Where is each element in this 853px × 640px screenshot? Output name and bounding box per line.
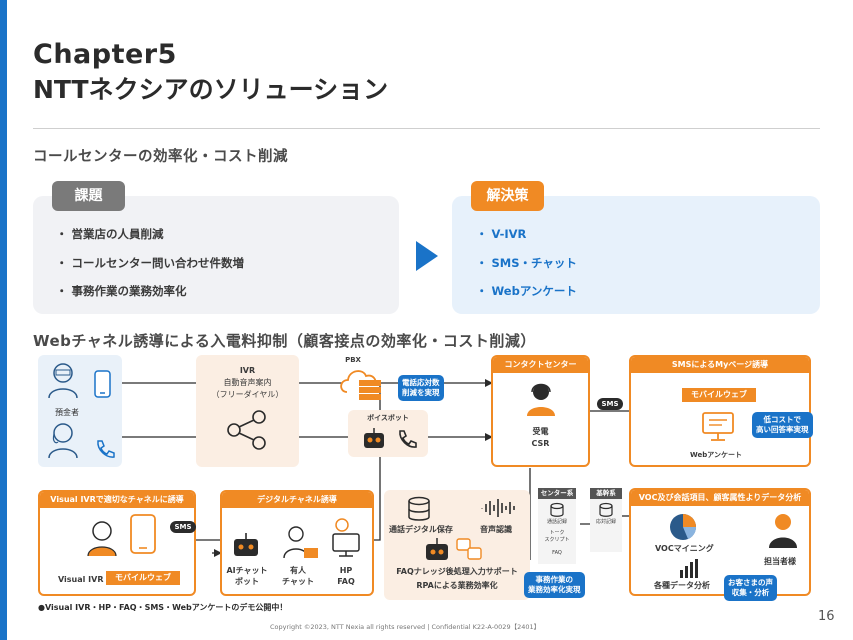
page-title: NTTネクシアのソリューション xyxy=(33,75,389,104)
digital-channel-title: デジタルチャネル誘導 xyxy=(222,492,372,508)
talk-script-label: トークスクリプト xyxy=(544,530,570,543)
contact-receive: 受電 xyxy=(532,427,549,436)
solutions-label: 解決策 xyxy=(471,181,544,211)
database-icon xyxy=(550,502,564,517)
digital-save-label: 通話デジタル保存 xyxy=(389,525,453,534)
visual-ivr-name: Visual IVR xyxy=(58,575,104,584)
sound-wave-icon xyxy=(481,499,515,517)
speech-recognition-label: 音声認識 xyxy=(480,525,512,534)
section-heading-1: コールセンターの効率化・コスト削減 xyxy=(33,149,288,165)
core-system-panel: 基幹系 xyxy=(590,488,622,552)
ai-chatbot-label: AIチャットボット xyxy=(226,566,268,586)
depositor-label: 預金者 xyxy=(55,408,79,417)
contact-center-title: コンタクトセンター xyxy=(493,357,588,373)
bar-chart-icon xyxy=(680,559,698,578)
pie-chart-icon xyxy=(670,514,696,540)
smartphone-icon xyxy=(130,514,156,554)
core-system-title: 基幹系 xyxy=(590,488,622,499)
issues-panel xyxy=(33,196,399,314)
data-analysis-label: 各種データ分析 xyxy=(654,581,710,590)
database-icon xyxy=(599,502,613,517)
robot-icon xyxy=(364,428,384,448)
visual-ivr-title: Visual IVRで適切なチャネルに誘導 xyxy=(40,492,194,508)
monitor-icon xyxy=(702,412,734,441)
solution-item: ・ SMS・チャット xyxy=(476,256,577,270)
title-divider xyxy=(33,128,820,129)
staff-chat-icon xyxy=(283,526,318,559)
page-number: 16 xyxy=(818,609,835,624)
qa-icon xyxy=(456,538,482,560)
chapter-label: Chapter5 xyxy=(33,39,177,70)
low-cost-tag: 低コストで高い回答率実現 xyxy=(752,412,813,438)
demo-note: ●Visual IVR・HP・FAQ・SMS・Webアンケートのデモ公開中！ xyxy=(38,603,288,612)
solution-item: ・ Webアンケート xyxy=(476,284,577,298)
arrow-right-icon xyxy=(416,241,438,271)
rpa-efficiency: RPAによる業務効率化 xyxy=(416,581,498,590)
share-icon xyxy=(227,410,266,450)
voicebot-panel xyxy=(348,410,428,457)
voc-collection-tag: お客さまの声収集・分析 xyxy=(724,575,777,601)
operator-icon xyxy=(527,383,555,416)
cloud-server-icon xyxy=(340,370,381,400)
ivr-desc: （フリーダイヤル） xyxy=(211,390,284,399)
web-survey-label: Webアンケート xyxy=(690,451,742,459)
phone-wave-icon xyxy=(399,430,417,448)
voicebot-label: ボイスボット xyxy=(367,414,409,422)
pc-faq-icon xyxy=(332,518,360,557)
mobile-web-tag: モバイルウェブ xyxy=(106,571,180,585)
efficiency-tag: 事務作業の業務効率化実現 xyxy=(524,572,585,598)
center-system-panel: センター系 xyxy=(538,488,576,564)
person-icon xyxy=(48,363,78,399)
response-record-label: 応対記録 xyxy=(595,519,616,525)
center-system-title: センター系 xyxy=(538,488,576,499)
database-icon xyxy=(408,496,430,521)
pbx-label: PBX xyxy=(345,356,361,364)
rpa-faq-support: FAQナレッジ後処理入力サポート xyxy=(396,567,518,576)
sms-mypage-panel: SMSによるMyページ誘導 xyxy=(629,355,811,467)
contact-csr: CSR xyxy=(531,439,550,448)
phone-call-icon xyxy=(97,440,115,458)
issues-label: 課題 xyxy=(52,181,125,211)
issue-item: ・ コールセンター問い合わせ件数増 xyxy=(56,256,245,270)
staff-chat-label: 有人チャット xyxy=(282,566,314,586)
accent-bar xyxy=(0,0,7,640)
copyright: Copyright ©2023, NTT Nexia all rights re… xyxy=(270,623,541,631)
woman-icon xyxy=(87,521,117,557)
person-icon xyxy=(769,514,797,548)
solutions-panel xyxy=(452,196,820,314)
robot-icon xyxy=(426,538,448,560)
voc-panel: VOC及び会話項目、顧客属性よりデータ分析 xyxy=(629,488,811,596)
faq-label: FAQ xyxy=(552,550,562,556)
sms-badge: SMS xyxy=(597,398,623,410)
mobile-web-tag: モバイルウェブ xyxy=(682,388,756,402)
sms-badge: SMS xyxy=(170,521,196,533)
issue-item: ・ 事務作業の業務効率化 xyxy=(56,284,187,298)
smartphone-icon xyxy=(94,370,111,398)
voc-mining-label: VOCマイニング xyxy=(655,544,714,553)
solution-item: ・ V-IVR xyxy=(476,227,527,241)
issue-item: ・ 営業店の人員削減 xyxy=(56,227,164,241)
ivr-panel xyxy=(196,355,299,467)
section-heading-2: Webチャネル誘導による入電料抑制（顧客接点の効率化・コスト削減） xyxy=(33,332,536,350)
ivr-label: IVR xyxy=(239,366,256,375)
chatbot-icon xyxy=(234,533,258,556)
voc-title: VOC及び会話項目、顧客属性よりデータ分析 xyxy=(631,490,809,506)
sms-mypage-title: SMSによるMyページ誘導 xyxy=(631,357,809,373)
phone-reduction-tag: 電話応対数削減を実現 xyxy=(398,375,444,401)
call-record-label: 通話記録 xyxy=(546,519,567,525)
woman-icon xyxy=(48,423,78,459)
person-in-charge-label: 担当者様 xyxy=(764,557,796,566)
ivr-desc: 自動音声案内 xyxy=(223,378,272,387)
